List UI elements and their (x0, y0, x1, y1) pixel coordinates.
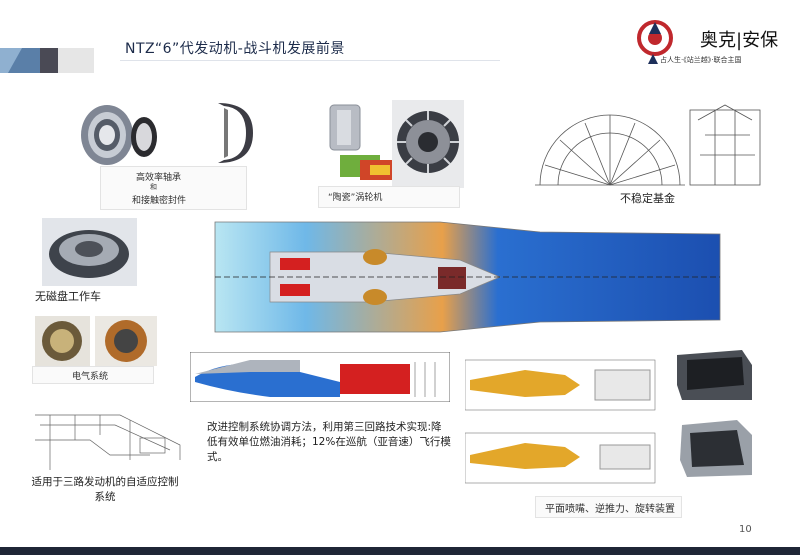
footer-bar (0, 547, 800, 555)
ceramic-turbine-label: “陶瓷”涡轮机 (328, 193, 383, 203)
header-decoration (0, 48, 94, 73)
page-number: 10 (739, 524, 752, 535)
small-emblem-icon (648, 54, 658, 64)
bearing-label-line1: 高效率轴承 (136, 173, 182, 183)
unstable-base-label: 不稳定基金 (620, 192, 675, 205)
electric-system-image (35, 316, 157, 366)
nozzle-drawings (465, 359, 656, 484)
turbine-wheel-image (392, 100, 464, 188)
brand-name: 奥克|安保 (700, 30, 779, 51)
bearing-label-line3: 和接触密封件 (132, 196, 187, 206)
slide-title: NTZ“6”代发动机-战斗机发展前景 (125, 41, 345, 57)
title-underline (120, 60, 500, 61)
ceramic-caption-box (318, 186, 460, 208)
seal-image (218, 103, 253, 163)
nozzle-3d-images (677, 350, 752, 477)
bladeless-disk-image (42, 218, 137, 286)
improved-control-description: 改进控制系统协调方法，利用第三回路技术实现:降低有效单位燃油消耗；12%在巡航（… (207, 421, 451, 463)
electric-caption-box (32, 366, 154, 384)
brand-subtitle: 占人生·《站兰越》·联合主国 (660, 56, 742, 64)
adaptive-control-drawing (35, 414, 181, 470)
nozzle-label: 平面喷嘴、逆推力、旋转装置 (545, 504, 675, 515)
nozzle-caption-box (535, 496, 682, 518)
electric-system-label: 电气系统 (72, 372, 109, 382)
bearing-label-line2: 和 (150, 183, 157, 191)
bearing-image (81, 105, 157, 165)
adaptive-control-label: 适用于三路发动机的自适应控制系统 (31, 476, 179, 503)
bearing-caption-box (100, 166, 247, 210)
third-circuit-duct-drawing (190, 352, 450, 402)
engine-cross-section (214, 221, 721, 333)
unstable-base-drawing (535, 104, 761, 186)
bladeless-disk-label: 无磁盘工作车 (35, 290, 101, 303)
brand-logo-icon (637, 20, 673, 56)
